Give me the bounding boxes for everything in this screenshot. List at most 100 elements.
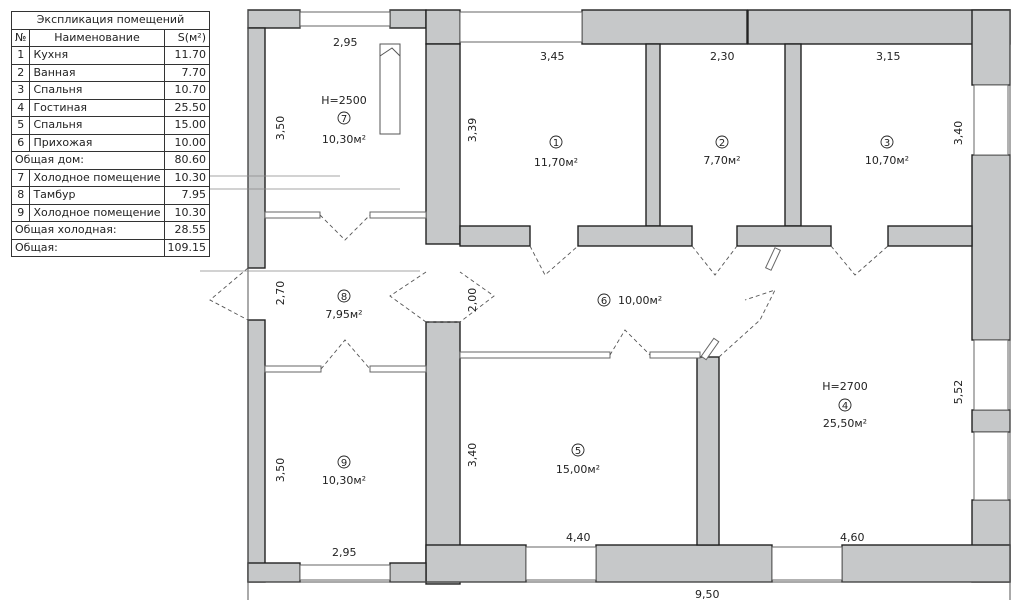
room-r1-area: 11,70м² bbox=[534, 156, 578, 169]
room-r7-num: 7 bbox=[341, 114, 347, 125]
wall-left-r7 bbox=[247, 27, 266, 269]
total-house-row: Общая дом: 80.60 bbox=[11, 151, 210, 170]
total-cold-row: Общая холодная: 28.55 bbox=[11, 221, 210, 240]
wall-r5-r4 bbox=[696, 356, 720, 546]
wall-bottom-r9-a bbox=[247, 562, 301, 583]
dim-r5-side: 3,40 bbox=[466, 443, 479, 468]
room-r4-num: 4 bbox=[842, 401, 848, 412]
wall-bottom-r5 bbox=[425, 544, 527, 583]
room-r6-area: 10,00м² bbox=[618, 294, 662, 307]
partition-r9-top-b bbox=[369, 365, 427, 373]
table-row: 3 Спальня 10.70 bbox=[10, 81, 210, 100]
room-r5-area: 15,00м² bbox=[556, 463, 600, 476]
windows bbox=[299, 11, 1009, 581]
door-r9 bbox=[320, 339, 371, 370]
partition-r5-top-b bbox=[649, 351, 701, 359]
table-row: 9 Холодное помещение 10.30 bbox=[10, 203, 210, 222]
window-r3-right bbox=[973, 84, 1009, 156]
room-r3-num: 3 bbox=[884, 138, 890, 149]
doors bbox=[209, 214, 889, 370]
dim-r3-top: 3,15 bbox=[876, 50, 901, 63]
wall-mid-lower bbox=[425, 321, 461, 585]
wall-right-upper bbox=[971, 9, 1011, 86]
room-r8: 8 7,95м² bbox=[325, 289, 363, 321]
window-r4-bottom bbox=[771, 546, 843, 581]
wall-bottom-mid bbox=[595, 544, 773, 583]
wall-top-left-a bbox=[247, 9, 301, 29]
header-no: № bbox=[10, 28, 31, 47]
room-r9: 9 10,30м² bbox=[322, 455, 366, 487]
table-row: 4 Гостиная 25.50 bbox=[10, 98, 210, 117]
table-title: Экспликация помещений bbox=[11, 11, 210, 30]
table-row: 7 Холодное помещение 10.30 bbox=[10, 168, 210, 187]
partition-r7-bottom-a bbox=[264, 211, 321, 219]
door-r8-left bbox=[209, 267, 249, 321]
total-row: Общая: 109.15 bbox=[11, 238, 210, 257]
room-r4: H=2700 4 25,50м² bbox=[822, 380, 867, 430]
dim-r1-side: 3,39 bbox=[466, 118, 479, 143]
dim-r3-side: 3,40 bbox=[952, 121, 965, 146]
wall-r1-bottom-b bbox=[577, 225, 693, 247]
room-r9-area: 10,30м² bbox=[322, 474, 366, 487]
room-r6: 6 10,00м² bbox=[597, 293, 662, 307]
partition-r7-bottom-b bbox=[369, 211, 427, 219]
wall-top-main-b bbox=[581, 9, 748, 45]
window-r5-bottom bbox=[525, 546, 597, 581]
dim-r7-top: 2,95 bbox=[333, 36, 358, 49]
wall-r1-bottom-a bbox=[459, 225, 531, 247]
leaders bbox=[200, 175, 420, 272]
door-r7 bbox=[319, 214, 371, 241]
room-r4-area: 25,50м² bbox=[823, 417, 867, 430]
room-r1-num: 1 bbox=[553, 138, 559, 149]
room-r7-height: H=2500 bbox=[321, 94, 366, 107]
door-r8-r6 bbox=[389, 271, 495, 323]
room-r8-area: 7,95м² bbox=[325, 308, 362, 321]
room-r6-num: 6 bbox=[601, 296, 607, 307]
window-r4-right-b bbox=[973, 431, 1009, 501]
window-r1-top bbox=[459, 11, 583, 43]
dim-r7-side: 3,50 bbox=[274, 116, 287, 141]
wall-top-main-c bbox=[747, 9, 1011, 45]
room-r9-num: 9 bbox=[341, 458, 347, 469]
room-r7: H=2500 7 10,30м² bbox=[321, 94, 366, 146]
header-name: Наименование bbox=[29, 28, 165, 47]
dim-r9-bottom: 2,95 bbox=[332, 546, 357, 559]
wall-r2-r3 bbox=[784, 43, 802, 227]
wall-top-main-a bbox=[425, 9, 461, 45]
room-r5: 5 15,00м² bbox=[556, 443, 600, 476]
dim-overall: 9,50 bbox=[695, 588, 720, 601]
door-r5 bbox=[609, 329, 651, 356]
table-row: 6 Прихожая 10.00 bbox=[10, 133, 210, 152]
window-r9-bottom bbox=[299, 564, 391, 581]
partition-r9-top-a bbox=[264, 365, 322, 373]
wall-bottom-r9-b bbox=[389, 562, 427, 583]
dim-r8-side: 2,70 bbox=[274, 281, 287, 306]
wall-left-r9 bbox=[247, 319, 266, 583]
dim-r1-top: 3,45 bbox=[540, 50, 565, 63]
partition-r5-top-a bbox=[459, 351, 611, 359]
explication-table: Экспликация помещений № Наименование S(м… bbox=[10, 11, 210, 257]
room-r5-num: 5 bbox=[575, 446, 581, 457]
dim-r4-side: 5,52 bbox=[952, 380, 965, 405]
door-r3 bbox=[830, 245, 889, 276]
room-r2: 2 7,70м² bbox=[703, 135, 741, 167]
table-row: 5 Спальня 15.00 bbox=[10, 116, 210, 135]
wall-right-mid bbox=[971, 154, 1011, 341]
window-r7-top bbox=[299, 11, 391, 27]
room-r7-area: 10,30м² bbox=[322, 133, 366, 146]
dim-r9-side: 3,50 bbox=[274, 458, 287, 483]
dimension-labels: 2,95 3,50 3,45 3,39 2,30 3,15 3,40 2,70 … bbox=[274, 36, 965, 601]
wall-right-lower bbox=[971, 409, 1011, 433]
room-r4-height: H=2700 bbox=[822, 380, 867, 393]
room-r3-area: 10,70м² bbox=[865, 154, 909, 167]
door-r4 bbox=[718, 289, 776, 358]
table-row: 2 Ванная 7.70 bbox=[10, 63, 210, 82]
wall-r2-bottom bbox=[736, 225, 832, 247]
dimension-lines bbox=[247, 10, 1011, 600]
wall-r3-bottom bbox=[887, 225, 973, 247]
dim-r5-bottom: 4,40 bbox=[566, 531, 591, 544]
room-r2-area: 7,70м² bbox=[703, 154, 740, 167]
room-r8-num: 8 bbox=[341, 292, 347, 303]
table-row: 8 Тамбур 7.95 bbox=[10, 186, 210, 205]
